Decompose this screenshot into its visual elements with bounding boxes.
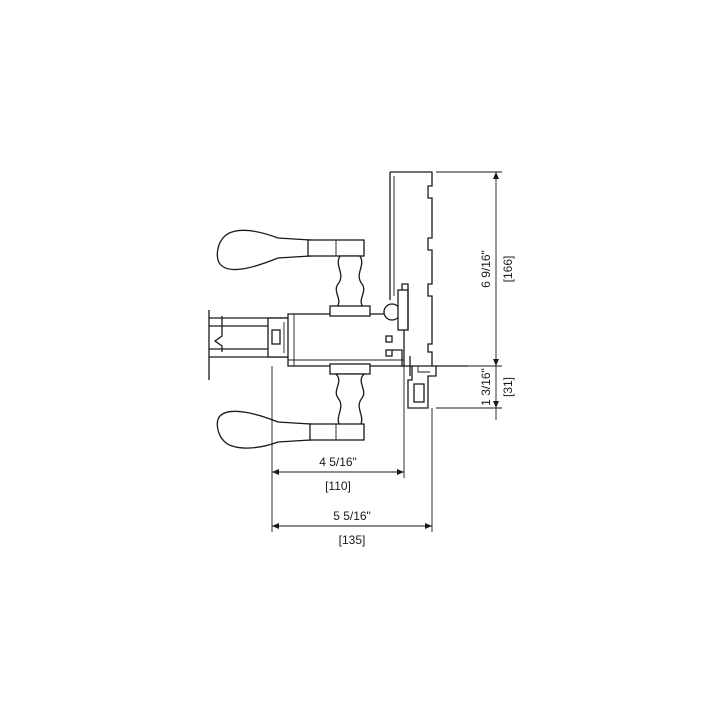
dim-height-small-metric: [31] [501,377,515,397]
dim-width-small-imperial: 4 5/16" [319,455,357,469]
dim-width-large-imperial: 5 5/16" [333,509,371,523]
dimension-lines [271,171,502,532]
dim-height-small-imperial: 1 3/16" [479,368,493,406]
faceplate-assembly [383,283,410,367]
dim-width-small-metric: [110] [325,479,351,493]
dim-height-large-imperial: 6 9/16" [479,250,493,288]
lock-body [287,313,405,367]
dim-width-large-metric: [135] [339,533,366,547]
dim-height-large-metric: [166] [501,256,515,283]
lower-lever-handle [216,363,371,449]
frame-section [389,171,468,409]
upper-lever-handle [216,229,371,317]
door-profile [208,310,291,380]
